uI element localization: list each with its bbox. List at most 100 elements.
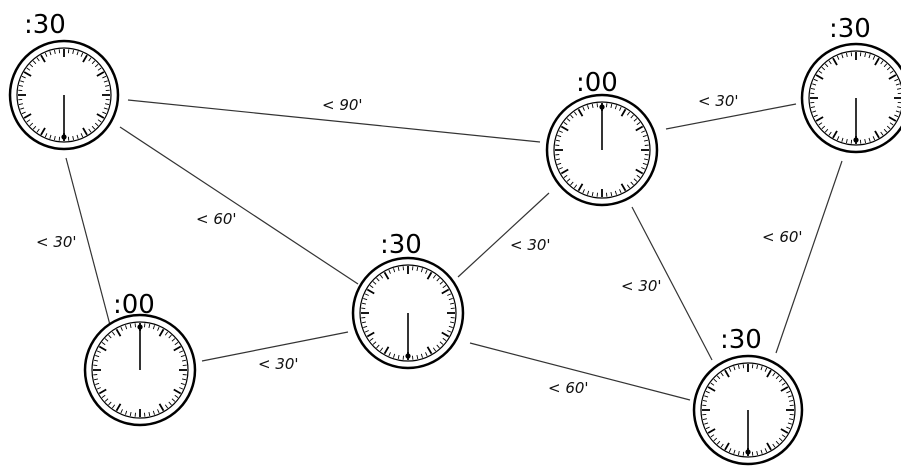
clock-time-label: :30 (720, 325, 762, 355)
tick-minor (88, 57, 92, 62)
tick-minor (626, 184, 630, 189)
tick-major (888, 74, 897, 80)
tick-minor (447, 293, 452, 296)
tick-major (780, 386, 789, 392)
edge-label: < 60' (548, 379, 589, 397)
tick-major (40, 127, 46, 136)
tick-minor (152, 410, 155, 415)
tick-minor (364, 293, 369, 296)
tick-minor (179, 350, 184, 353)
tick-minor (788, 418, 794, 421)
tick-minor (872, 55, 876, 60)
tick-minor (889, 122, 894, 126)
tick-minor (716, 375, 721, 380)
tick-minor (369, 285, 374, 289)
tick-minor (380, 274, 384, 279)
tick-minor (702, 399, 708, 402)
tick-minor (883, 128, 888, 133)
clock-time-label: :30 (24, 10, 66, 40)
tick-major (780, 428, 789, 434)
tick-minor (587, 190, 590, 195)
tick-minor (728, 367, 732, 372)
tick-minor (180, 355, 185, 358)
tick-major (366, 331, 375, 338)
minute-hand-tip (599, 104, 605, 110)
tick-minor (164, 404, 168, 409)
tick-minor (643, 139, 649, 142)
tick-minor (179, 387, 184, 390)
tick-minor (787, 395, 792, 398)
tick-minor (563, 174, 568, 178)
edges (65, 99, 843, 401)
clock-face (800, 42, 901, 154)
tick-major (620, 183, 627, 192)
tick-minor (94, 63, 99, 68)
tick-minor (574, 111, 578, 116)
tick-minor (824, 63, 829, 68)
tick-minor (710, 434, 715, 438)
tick-minor (781, 434, 786, 438)
tick-minor (778, 437, 783, 442)
clock (351, 256, 465, 370)
tick-minor (439, 341, 444, 345)
tick-minor (29, 122, 34, 127)
tick-minor (449, 302, 455, 305)
tick-minor (168, 401, 172, 406)
tick-minor (80, 52, 84, 57)
edge-label: < 60' (762, 228, 803, 246)
tick-major (724, 369, 730, 378)
edge-label: < 30' (621, 277, 662, 295)
edge-label: < 30' (258, 355, 299, 373)
tick-minor (619, 106, 622, 111)
tick-major (577, 108, 584, 117)
clock-inner-ring (553, 101, 651, 199)
tick-minor (775, 375, 780, 380)
tick-minor (630, 114, 634, 119)
tick-minor (563, 122, 568, 126)
minute-hand-tip (853, 137, 859, 143)
tick-minor (896, 106, 901, 109)
tick-minor (21, 75, 26, 79)
tick-minor (32, 125, 37, 130)
clock (83, 313, 197, 427)
tick-minor (361, 302, 367, 305)
tick-minor (363, 298, 368, 301)
tick-major (173, 388, 182, 395)
clock (545, 93, 659, 207)
tick-major (815, 74, 824, 80)
tick-minor (713, 437, 718, 442)
tick-minor (812, 83, 817, 86)
tick-minor (713, 378, 718, 383)
tick-minor (883, 63, 888, 68)
tick-minor (388, 352, 391, 357)
clock-time-label: :30 (380, 230, 422, 260)
tick-major (158, 403, 165, 412)
edge-label: < 30' (510, 236, 551, 254)
tick-minor (393, 353, 396, 358)
tick-major (23, 113, 32, 119)
tick-minor (788, 399, 794, 402)
tick-minor (29, 63, 34, 68)
tick-minor (104, 103, 110, 106)
tick-minor (781, 382, 786, 386)
tick-minor (420, 268, 423, 273)
tick-minor (894, 78, 899, 82)
tick-minor (49, 134, 52, 139)
tick-minor (20, 107, 25, 110)
tick-minor (104, 338, 109, 342)
tick-minor (376, 344, 380, 349)
tick-minor (104, 84, 110, 87)
tick-minor (896, 87, 901, 90)
minute-hand-tip (137, 324, 143, 330)
tick-minor (97, 67, 102, 71)
tick-major (766, 442, 772, 451)
tick-minor (641, 130, 646, 133)
tick-minor (810, 87, 816, 90)
tick-minor (129, 411, 132, 417)
tick-minor (26, 119, 31, 123)
tick-minor (129, 323, 132, 329)
tick-minor (610, 191, 613, 197)
tick-major (40, 54, 46, 63)
tick-major (158, 328, 165, 337)
tick-minor (76, 134, 79, 139)
